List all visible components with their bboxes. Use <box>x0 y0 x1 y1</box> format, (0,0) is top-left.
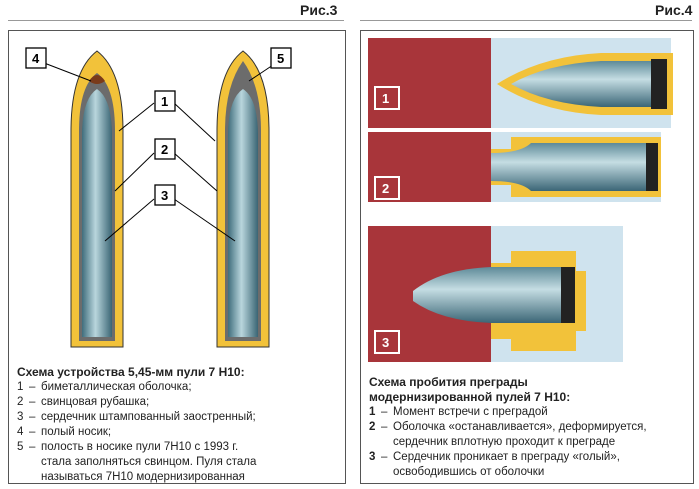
penetration-diagram: 1 2 3 <box>368 38 673 362</box>
caption-item: 2–Оболочка «останавливается», деформируе… <box>369 421 647 448</box>
figure-3-title: Рис.3 <box>300 2 338 18</box>
caption-item: 1–биметаллическая оболочка; <box>17 381 192 393</box>
label-5: 5 <box>277 51 284 66</box>
label-4: 4 <box>32 51 40 66</box>
stage-1: 1 <box>368 38 673 128</box>
bullet-left <box>70 50 124 348</box>
divider <box>360 20 692 21</box>
stage-label-2: 2 <box>382 181 389 196</box>
stage-label-3: 3 <box>382 335 389 350</box>
bullet-right <box>216 50 270 348</box>
caption-item: 1–Момент встречи с преградой <box>369 406 548 418</box>
figure-4-title: Рис.4 <box>655 2 693 18</box>
caption-item: 3–Сердечник проникает в преграду «голый»… <box>369 451 620 478</box>
label-1: 1 <box>161 94 168 109</box>
label-2: 2 <box>161 142 168 157</box>
caption-item: 3–сердечник штампованный заостренный; <box>17 411 256 423</box>
stage-3: 3 <box>368 226 623 362</box>
divider <box>8 20 344 21</box>
figure-4-caption: Схема пробития преграды модернизированно… <box>369 375 687 480</box>
figure-3-panel: 4 5 1 2 3 Схема устройства 5,45-мм пули … <box>8 30 346 484</box>
caption-title: Схема устройства 5,45-мм пули 7 Н10: <box>17 365 245 379</box>
bullet-structure-diagram: 4 5 1 2 3 <box>25 47 292 348</box>
figure-3-caption: Схема устройства 5,45-мм пули 7 Н10: 1–б… <box>17 365 337 485</box>
stage-label-1: 1 <box>382 91 389 106</box>
figure-4-panel: 1 2 3 Схема пробития преграды модернизир… <box>360 30 694 484</box>
caption-item: 5–полость в носике пули 7Н10 с 1993 г. с… <box>17 441 257 483</box>
caption-title: Схема пробития преграды модернизированно… <box>369 375 571 404</box>
caption-item: 2–свинцовая рубашка; <box>17 396 150 408</box>
caption-item: 4–полый носик; <box>17 426 112 438</box>
label-3: 3 <box>161 188 168 203</box>
stage-2: 2 <box>368 132 661 202</box>
